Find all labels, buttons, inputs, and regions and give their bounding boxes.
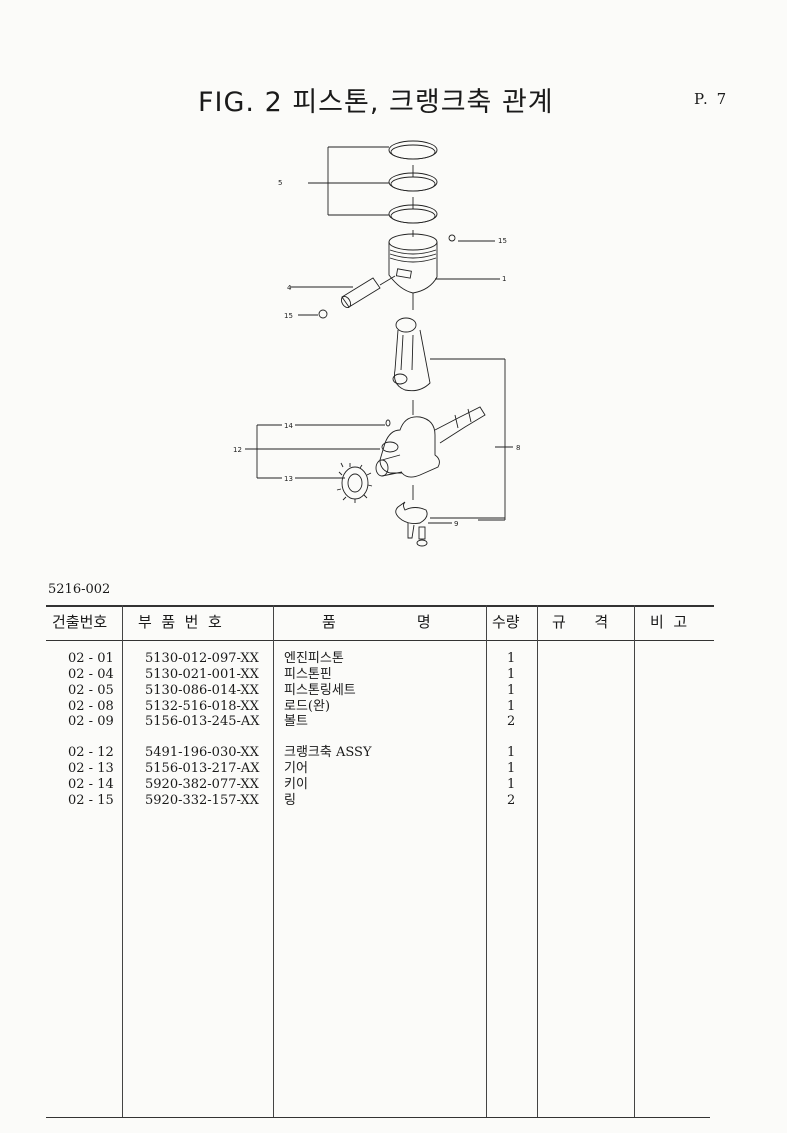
- cell-qty: 1: [507, 651, 516, 666]
- callout-8: 8: [516, 444, 520, 452]
- connecting-rod: [392, 317, 431, 392]
- cell-no: 02 - 01: [68, 651, 114, 666]
- cell-part: 5130-012-097-XX: [145, 651, 259, 666]
- cell-name: 로드(완): [284, 699, 331, 714]
- column-divider: [634, 605, 635, 1117]
- piston-rings: [388, 140, 438, 237]
- cell-no: 02 - 05: [68, 683, 114, 698]
- callout-12: 12: [233, 446, 242, 454]
- header-rule: [46, 640, 714, 641]
- cell-qty: 1: [507, 761, 516, 776]
- column-divider: [273, 605, 274, 1117]
- callout-15-top: 15: [498, 237, 507, 245]
- cell-name: 크랭크축 ASSY: [284, 745, 372, 760]
- header-quantity: 수량: [492, 613, 520, 631]
- cell-no: 02 - 14: [68, 777, 114, 792]
- key: [385, 419, 391, 427]
- exploded-parts-diagram: 5 15 1 4 15 8 14 12 13 9: [233, 140, 520, 547]
- cell-qty: 1: [507, 699, 516, 714]
- column-divider: [122, 605, 123, 1117]
- figure-title: FIG. 2 피스톤, 크랭크축 관계: [198, 87, 554, 118]
- gear: [336, 462, 373, 503]
- callout-4: 4: [287, 284, 292, 292]
- cell-part: 5156-013-217-AX: [145, 761, 260, 776]
- crankshaft: [375, 406, 486, 478]
- cell-name: 엔진피스톤: [284, 651, 344, 666]
- callout-5: 5: [278, 179, 282, 187]
- header-spec: 규 격: [552, 613, 609, 631]
- cell-name: 기어: [284, 761, 308, 776]
- rod-cap: [395, 501, 428, 539]
- cell-name: 피스톤링세트: [284, 683, 356, 698]
- piston-clip: [318, 234, 456, 319]
- header-remarks: 비 고: [650, 613, 688, 631]
- bolt: [416, 526, 428, 547]
- cell-part: 5130-021-001-XX: [145, 667, 259, 682]
- cell-no: 02 - 13: [68, 761, 114, 776]
- cell-qty: 1: [507, 777, 516, 792]
- cell-qty: 1: [507, 667, 516, 682]
- column-divider: [486, 605, 487, 1117]
- cell-no: 02 - 08: [68, 699, 114, 714]
- callout-1: 1: [502, 275, 506, 283]
- callout-15-left: 15: [284, 312, 293, 320]
- cell-qty: 2: [507, 793, 516, 808]
- callout-13: 13: [284, 475, 293, 483]
- callout-9: 9: [454, 520, 458, 528]
- cell-part: 5920-382-077-XX: [145, 777, 259, 792]
- document-code: 5216-002: [48, 582, 111, 597]
- cell-no: 02 - 09: [68, 714, 114, 729]
- header-part-name: 품 명: [322, 613, 431, 631]
- table-top-rule: [46, 605, 714, 607]
- callout-labels: 5 15 1 4 15 8 14 12 13 9: [233, 179, 520, 528]
- header-part-number: 부 품 번 호: [138, 613, 222, 631]
- piston: [388, 233, 438, 294]
- cell-name: 키이: [284, 777, 308, 792]
- cell-qty: 2: [507, 714, 516, 729]
- cell-qty: 1: [507, 683, 516, 698]
- cell-part: 5920-332-157-XX: [145, 793, 259, 808]
- header-item-no: 건출번호: [52, 613, 108, 631]
- cell-name: 링: [284, 793, 296, 808]
- page-number: P. 7: [694, 90, 729, 108]
- cell-part: 5132-516-018-XX: [145, 699, 259, 714]
- cell-no: 02 - 12: [68, 745, 114, 760]
- cell-no: 02 - 04: [68, 667, 114, 682]
- callout-lines: [245, 146, 513, 524]
- cell-qty: 1: [507, 745, 516, 760]
- cell-name: 피스톤핀: [284, 667, 332, 682]
- piston-pin: [340, 275, 396, 309]
- cell-name: 볼트: [284, 714, 308, 729]
- cell-no: 02 - 15: [68, 793, 114, 808]
- cell-part: 5491-196-030-XX: [145, 745, 259, 760]
- table-bottom-rule: [46, 1117, 710, 1118]
- cell-part: 5156-013-245-AX: [145, 714, 260, 729]
- callout-14: 14: [284, 422, 293, 430]
- cell-part: 5130-086-014-XX: [145, 683, 259, 698]
- column-divider: [537, 605, 538, 1117]
